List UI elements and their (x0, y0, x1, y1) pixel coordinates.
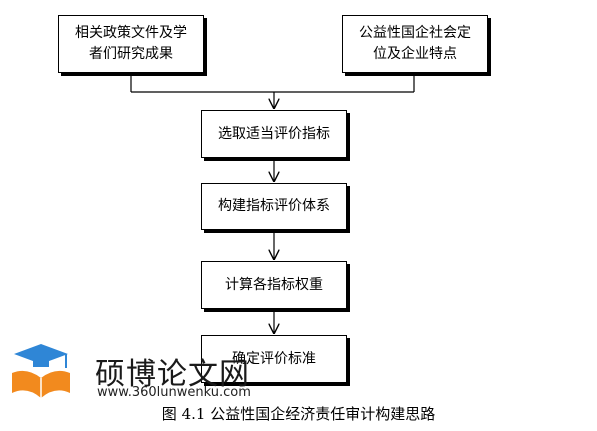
step-label: 确定评价标准 (232, 350, 316, 367)
source-box-policy-research: 相关政策文件及学 者们研究成果 (58, 15, 204, 73)
figure-caption: 图 4.1 公益性国企经济责任审计构建思路 (161, 405, 436, 423)
source-box-line-1: 公益性国企社会定 (359, 25, 471, 41)
step-box-select-indicators: 选取适当评价指标 (201, 110, 347, 158)
source-box-social-positioning: 公益性国企社会定 位及企业特点 (342, 15, 488, 73)
source-box-line-2: 位及企业特点 (373, 46, 457, 62)
step-label: 构建指标评价体系 (218, 198, 330, 214)
step-box-compute-weights: 计算各指标权重 (201, 261, 347, 309)
watermark-site-url: www.360lunwenku.com (97, 385, 251, 400)
step-label: 计算各指标权重 (225, 276, 323, 293)
source-box-line-1: 相关政策文件及学 (75, 25, 187, 41)
source-box-line-2: 者们研究成果 (89, 46, 173, 62)
watermark-site-name: 硕博论文网 (95, 357, 250, 392)
watermark-logo-icon (12, 344, 70, 398)
step-label: 选取适当评价指标 (218, 125, 330, 142)
step-box-build-system: 构建指标评价体系 (201, 183, 347, 230)
step-box-set-criteria: 确定评价标准 (201, 335, 347, 383)
